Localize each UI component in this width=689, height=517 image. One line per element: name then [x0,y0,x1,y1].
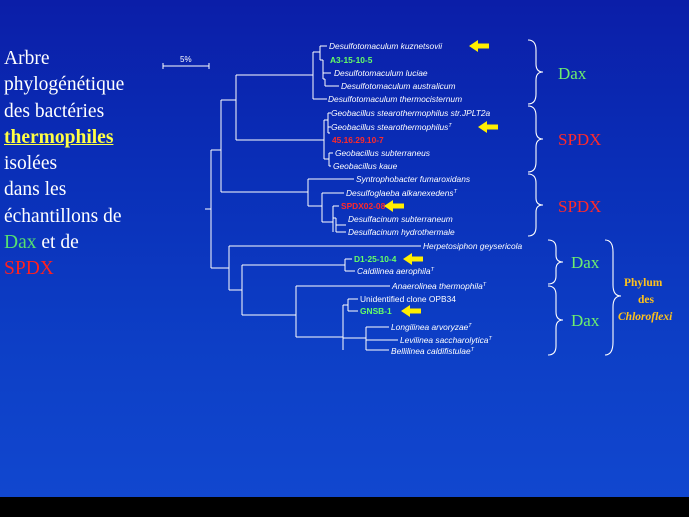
taxon-label: Desulfotomaculum kuznetsovii [329,41,443,51]
phylum-label-line: Phylum [624,277,663,289]
taxon-name: Desulfoglaeba alkanexedens [346,188,454,198]
isolate-label-dax: D1-25-10-4 [354,254,397,264]
taxon-label: Desulfotomaculum thermocisternum [328,94,462,104]
title-line-dax-spdx: Dax et de [4,230,154,256]
taxon-name: Longilinea arvoryzae [391,322,469,332]
title-line: échantillons de [4,205,122,227]
type-strain-mark: T [431,267,435,273]
phylum-label-line: des [638,294,655,306]
taxon-name: Anaerolinea thermophila [391,281,483,291]
taxon-label: Unidentified clone OPB34 [360,294,456,304]
brace-dax-2 [547,239,564,285]
slide-title: Arbre phylogénétique des bactéries therm… [4,46,154,283]
arrow-left-icon [384,200,404,212]
arrow-left-icon [401,305,421,317]
phylogenetic-tree: 5% [162,39,673,356]
title-spdx: SPDX [4,258,54,280]
brace-spdx-2 [527,173,544,237]
taxon-label: Desulfoglaeba alkanexedensT [346,188,458,198]
taxon-label: Bellilinea caldifistulaeT [391,346,475,356]
taxon-label: Desulfacinum subterraneum [348,214,453,224]
type-strain-mark: T [471,347,475,353]
isolate-label-spdx: 45.16.29.10-7 [332,135,384,145]
title-line: isolées [4,153,58,175]
type-strain-mark: T [454,189,458,195]
bottom-black-bar [0,497,689,517]
phylum-label-chloroflexi: Chloroflexi [618,311,673,323]
taxon-labels: Desulfotomaculum kuznetsovii A3-15-10-5 … [328,41,523,356]
slide-background: Arbre phylogénétique des bactéries therm… [0,0,689,497]
taxon-label: Levilinea saccharolyticaT [400,335,492,345]
title-and: et de [36,232,79,254]
taxon-label: Anaerolinea thermophilaT [391,281,487,291]
title-dax: Dax [4,232,37,254]
arrow-left-icon [469,40,489,52]
title-line: Arbre [4,48,50,69]
isolate-label-spdx: SPDX02-08 [341,201,386,211]
brace-spdx-1 [527,105,544,173]
taxon-label: Geobacillus stearothermophilusT [331,122,452,132]
brace-phylum [604,239,622,356]
tree-branches [205,45,421,351]
title-line: des bactéries [4,100,105,122]
title-line: dans les [4,179,67,201]
group-label-spdx: SPDX [558,197,601,216]
arrow-left-icon [478,121,498,133]
taxon-label: Caldilinea aerophilaT [357,266,435,276]
group-braces [527,39,622,356]
taxon-label: Geobacillus subterraneus [335,148,431,158]
taxon-name: Caldilinea aerophila [357,266,431,276]
taxon-label: Herpetosiphon geysericola [423,241,523,251]
brace-dax-1 [527,39,544,105]
taxon-label: Geobacillus kaue [333,161,398,171]
group-label-dax: Dax [558,64,587,83]
group-label-dax: Dax [571,311,600,330]
group-label-dax: Dax [571,253,600,272]
taxon-label: Desulfotomaculum australicum [341,81,456,91]
taxon-label: Syntrophobacter fumaroxidans [356,174,471,184]
title-line: phylogénétique [4,74,125,96]
isolate-label-dax: GNSB-1 [360,306,392,316]
type-strain-mark: T [468,323,472,329]
isolate-label-dax: A3-15-10-5 [330,55,373,65]
taxon-name: Geobacillus stearothermophilus [331,122,449,132]
scale-bar-label: 5% [180,55,192,64]
type-strain-mark: T [483,282,487,288]
group-label-spdx: SPDX [558,130,601,149]
scale-bar: 5% [162,55,210,69]
taxon-label: Desulfotomaculum luciae [334,68,428,78]
group-labels: Dax SPDX SPDX Dax Dax Phylum des Chlorof… [558,64,673,330]
title-highlight-thermophiles: thermophiles [4,126,114,148]
type-strain-mark: T [448,123,452,129]
type-strain-mark: T [488,336,492,342]
taxon-name: Levilinea saccharolytica [400,335,489,345]
taxon-label: Longilinea arvoryzaeT [391,322,472,332]
brace-dax-3 [547,285,564,356]
taxon-name: Bellilinea caldifistulae [391,346,471,356]
taxon-label: Desulfacinum hydrothermale [348,227,455,237]
arrow-left-icon [403,253,423,265]
taxon-label: Geobacillus stearothermophilus str.JPLT2… [331,108,491,118]
